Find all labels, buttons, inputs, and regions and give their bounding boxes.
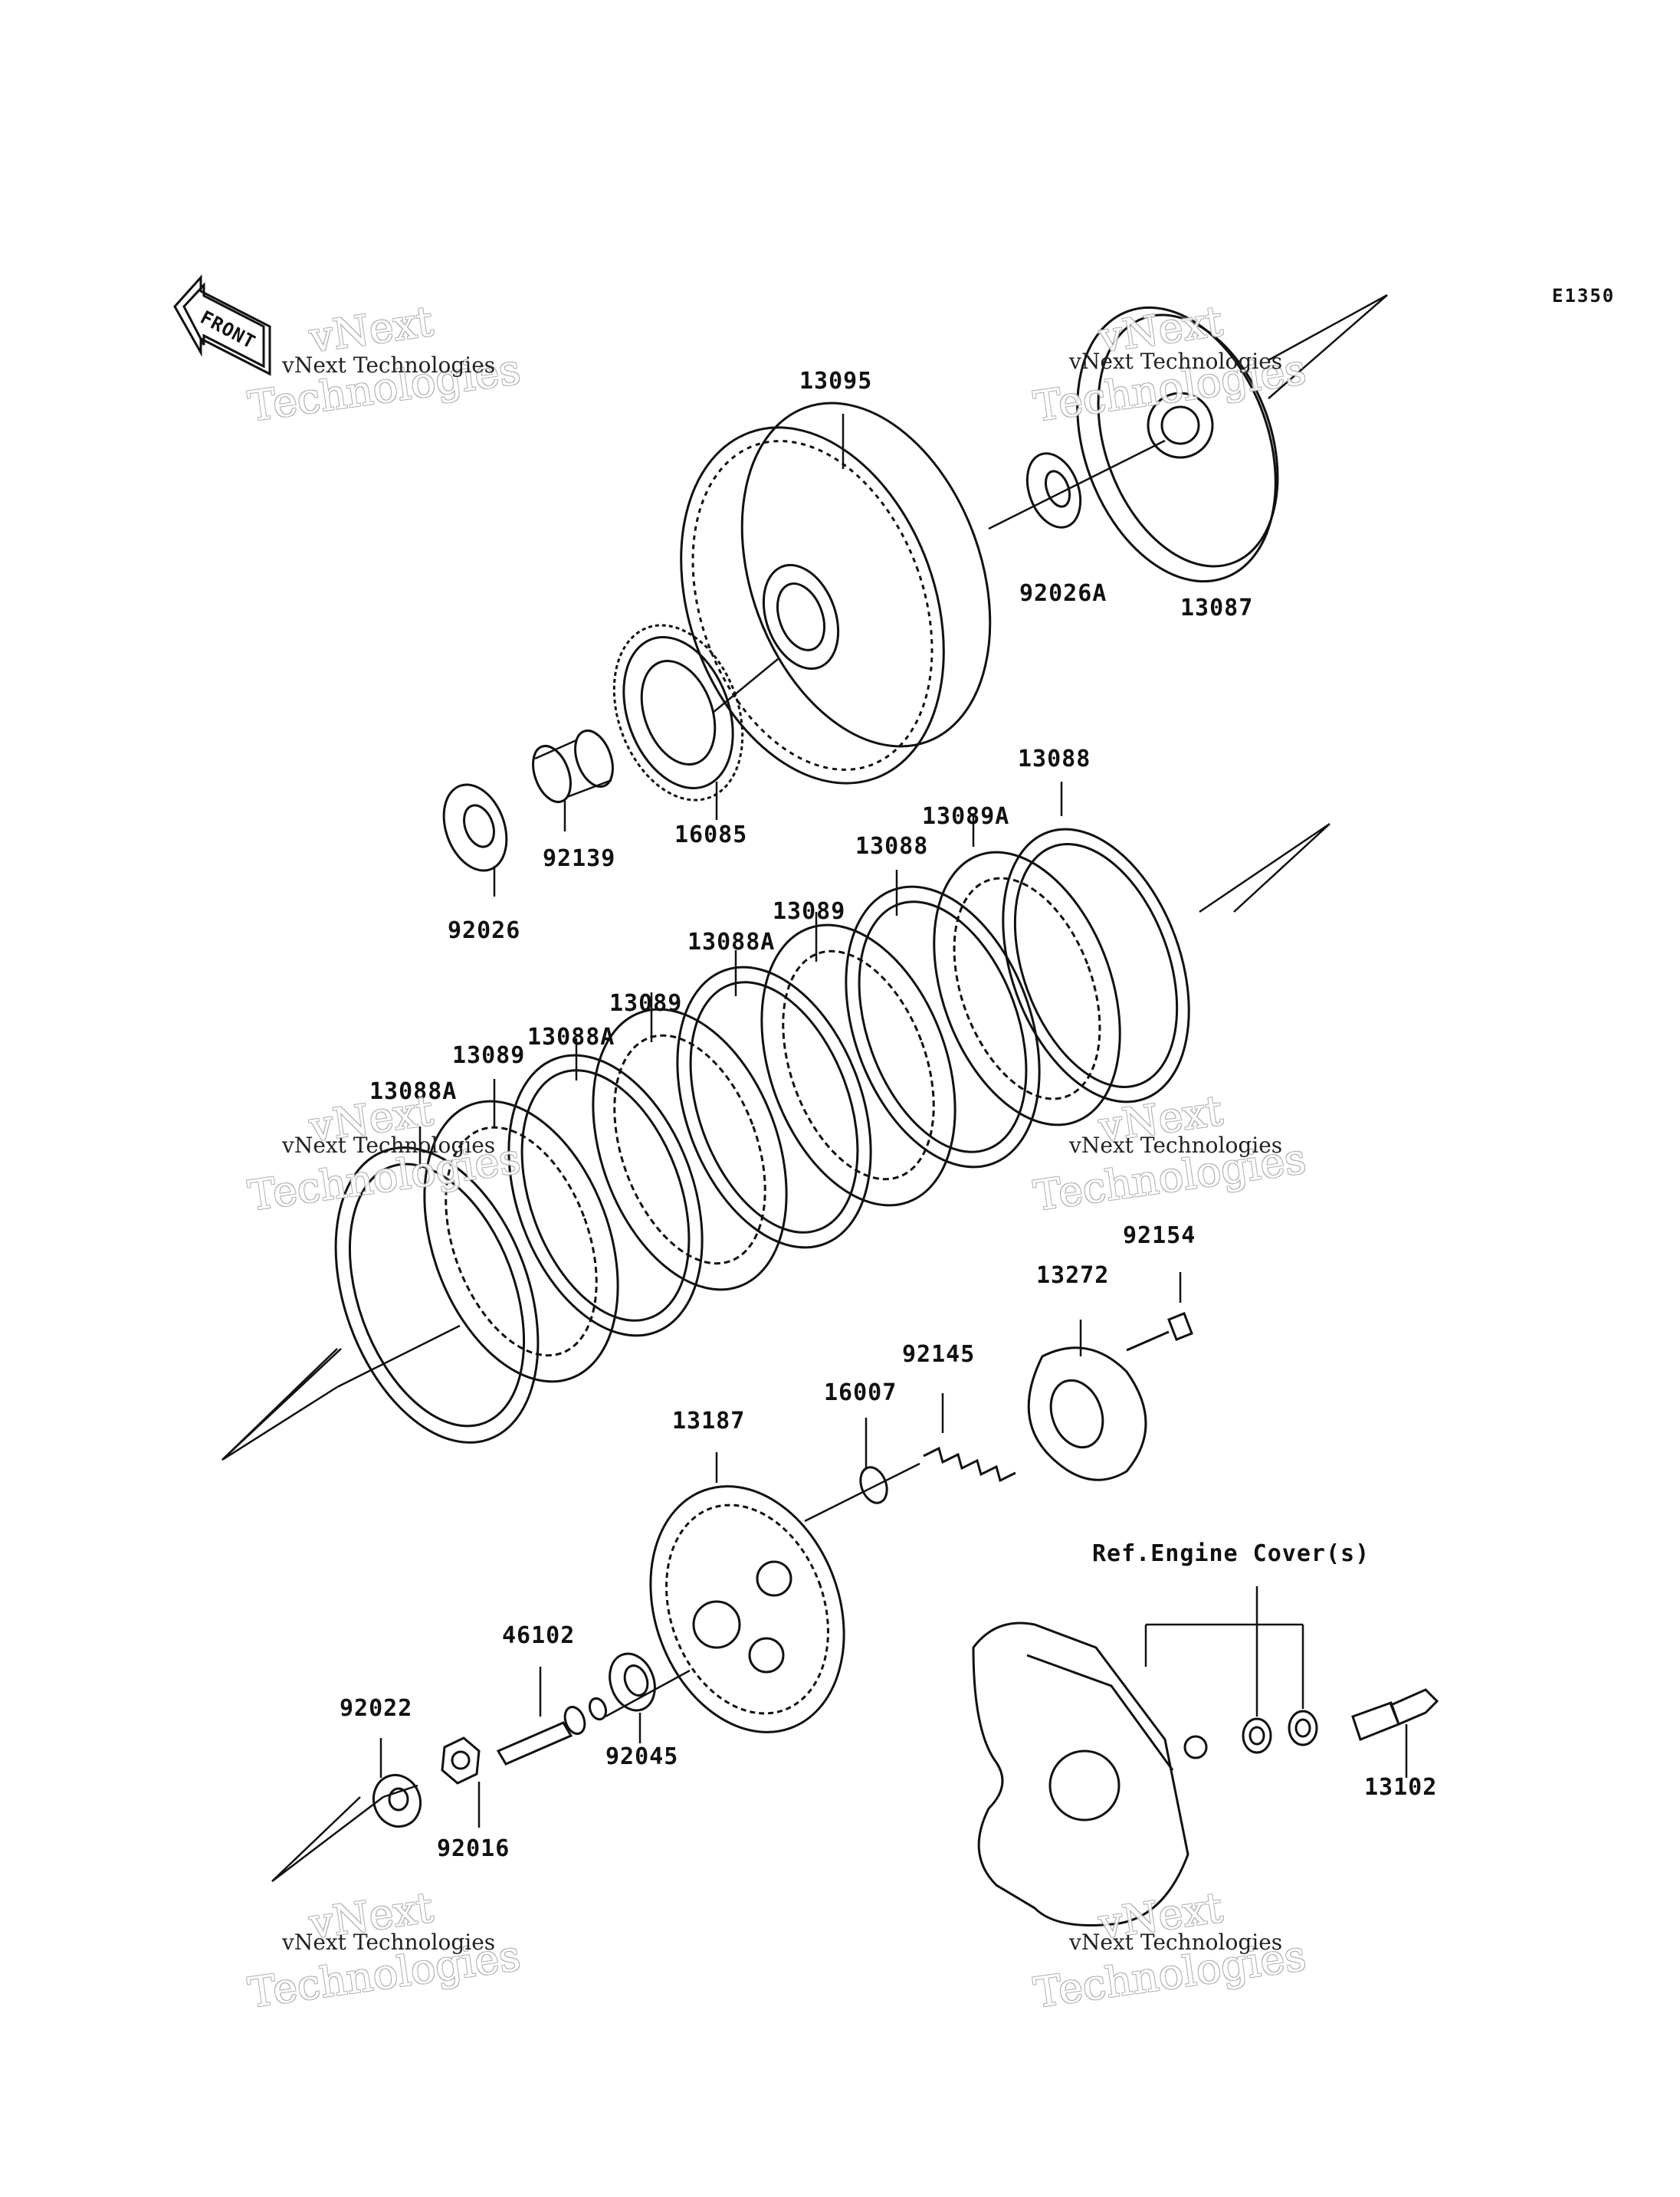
reference-label: Ref.Engine Cover(s) (1092, 1540, 1370, 1567)
part-label-13087: 13087 (1180, 595, 1254, 621)
part-label-16007: 16007 (824, 1379, 897, 1406)
part-label-92145: 92145 (902, 1341, 976, 1368)
clutch-plate-stack-drawing (221, 782, 1331, 1461)
release-bearing-drawing (496, 1652, 656, 1766)
part-label-13088A-c: 13088A (369, 1078, 458, 1105)
watermark-small: vNext Technologies (1069, 1930, 1283, 1955)
front-arrow-icon (173, 274, 271, 376)
diagram-code: E1350 (1552, 285, 1616, 307)
watermark-small: vNext Technologies (282, 1930, 496, 1955)
watermark-small: vNext Technologies (282, 353, 496, 378)
part-label-13102: 13102 (1364, 1774, 1438, 1801)
part-label-13088-b: 13088 (855, 833, 929, 860)
part-label-13089-a: 13089 (773, 898, 846, 925)
part-92026-drawing (442, 783, 508, 897)
part-label-92045: 92045 (605, 1743, 679, 1770)
part-label-92026: 92026 (448, 917, 521, 944)
part-label-13088-a: 13088 (1018, 746, 1091, 772)
part-label-13272: 13272 (1036, 1262, 1110, 1289)
part-13095-drawing (680, 402, 992, 785)
part-label-13089-c: 13089 (452, 1042, 526, 1069)
part-16085-drawing (612, 624, 779, 820)
engine-cover-drawing (972, 1586, 1439, 1926)
part-label-92139: 92139 (543, 845, 616, 872)
part-label-13089A: 13089A (922, 803, 1010, 830)
part-label-92016: 92016 (437, 1835, 510, 1862)
part-13187-drawing (605, 1452, 845, 1733)
part-label-92026A: 92026A (1019, 580, 1107, 607)
watermark-small: vNext Technologies (282, 1133, 496, 1158)
part-label-13095: 13095 (799, 368, 873, 395)
part-label-13089-b: 13089 (609, 990, 683, 1017)
pressure-plate-hardware-drawing (804, 1272, 1193, 1523)
part-label-92154: 92154 (1123, 1222, 1196, 1249)
part-label-13088A-a: 13088A (687, 929, 776, 956)
part-label-13187: 13187 (672, 1408, 746, 1435)
part-label-92022: 92022 (340, 1695, 413, 1722)
watermark-small: vNext Technologies (1069, 1133, 1283, 1158)
part-92026A-drawing (988, 439, 1166, 530)
part-label-13088A-b: 13088A (527, 1024, 615, 1051)
nut-washer-drawing (271, 1736, 481, 1882)
part-92139-drawing (532, 730, 614, 831)
part-label-16085: 16085 (674, 821, 748, 848)
watermark-small: vNext Technologies (1069, 349, 1283, 374)
part-label-46102: 46102 (502, 1622, 576, 1649)
